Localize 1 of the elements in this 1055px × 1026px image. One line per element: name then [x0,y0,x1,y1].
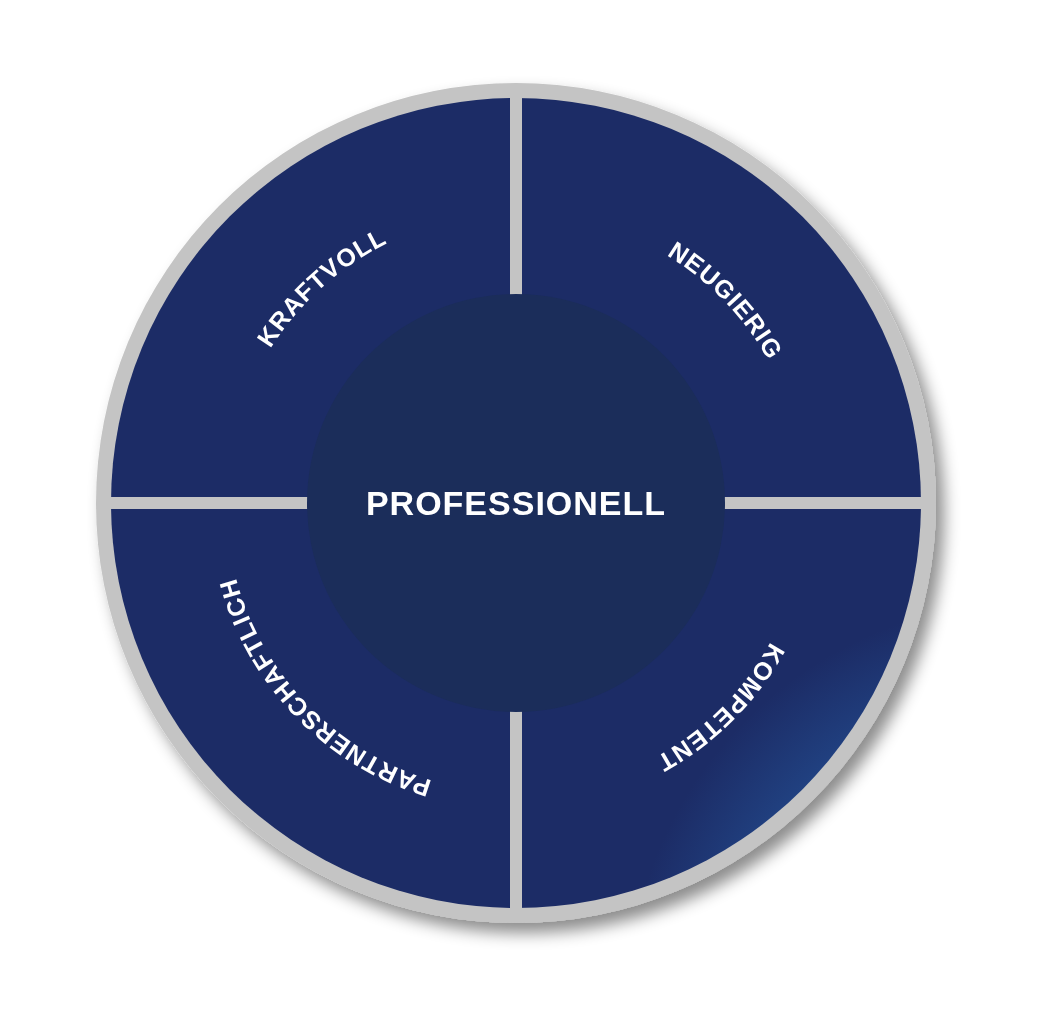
center-label: PROFESSIONELL [365,483,667,523]
